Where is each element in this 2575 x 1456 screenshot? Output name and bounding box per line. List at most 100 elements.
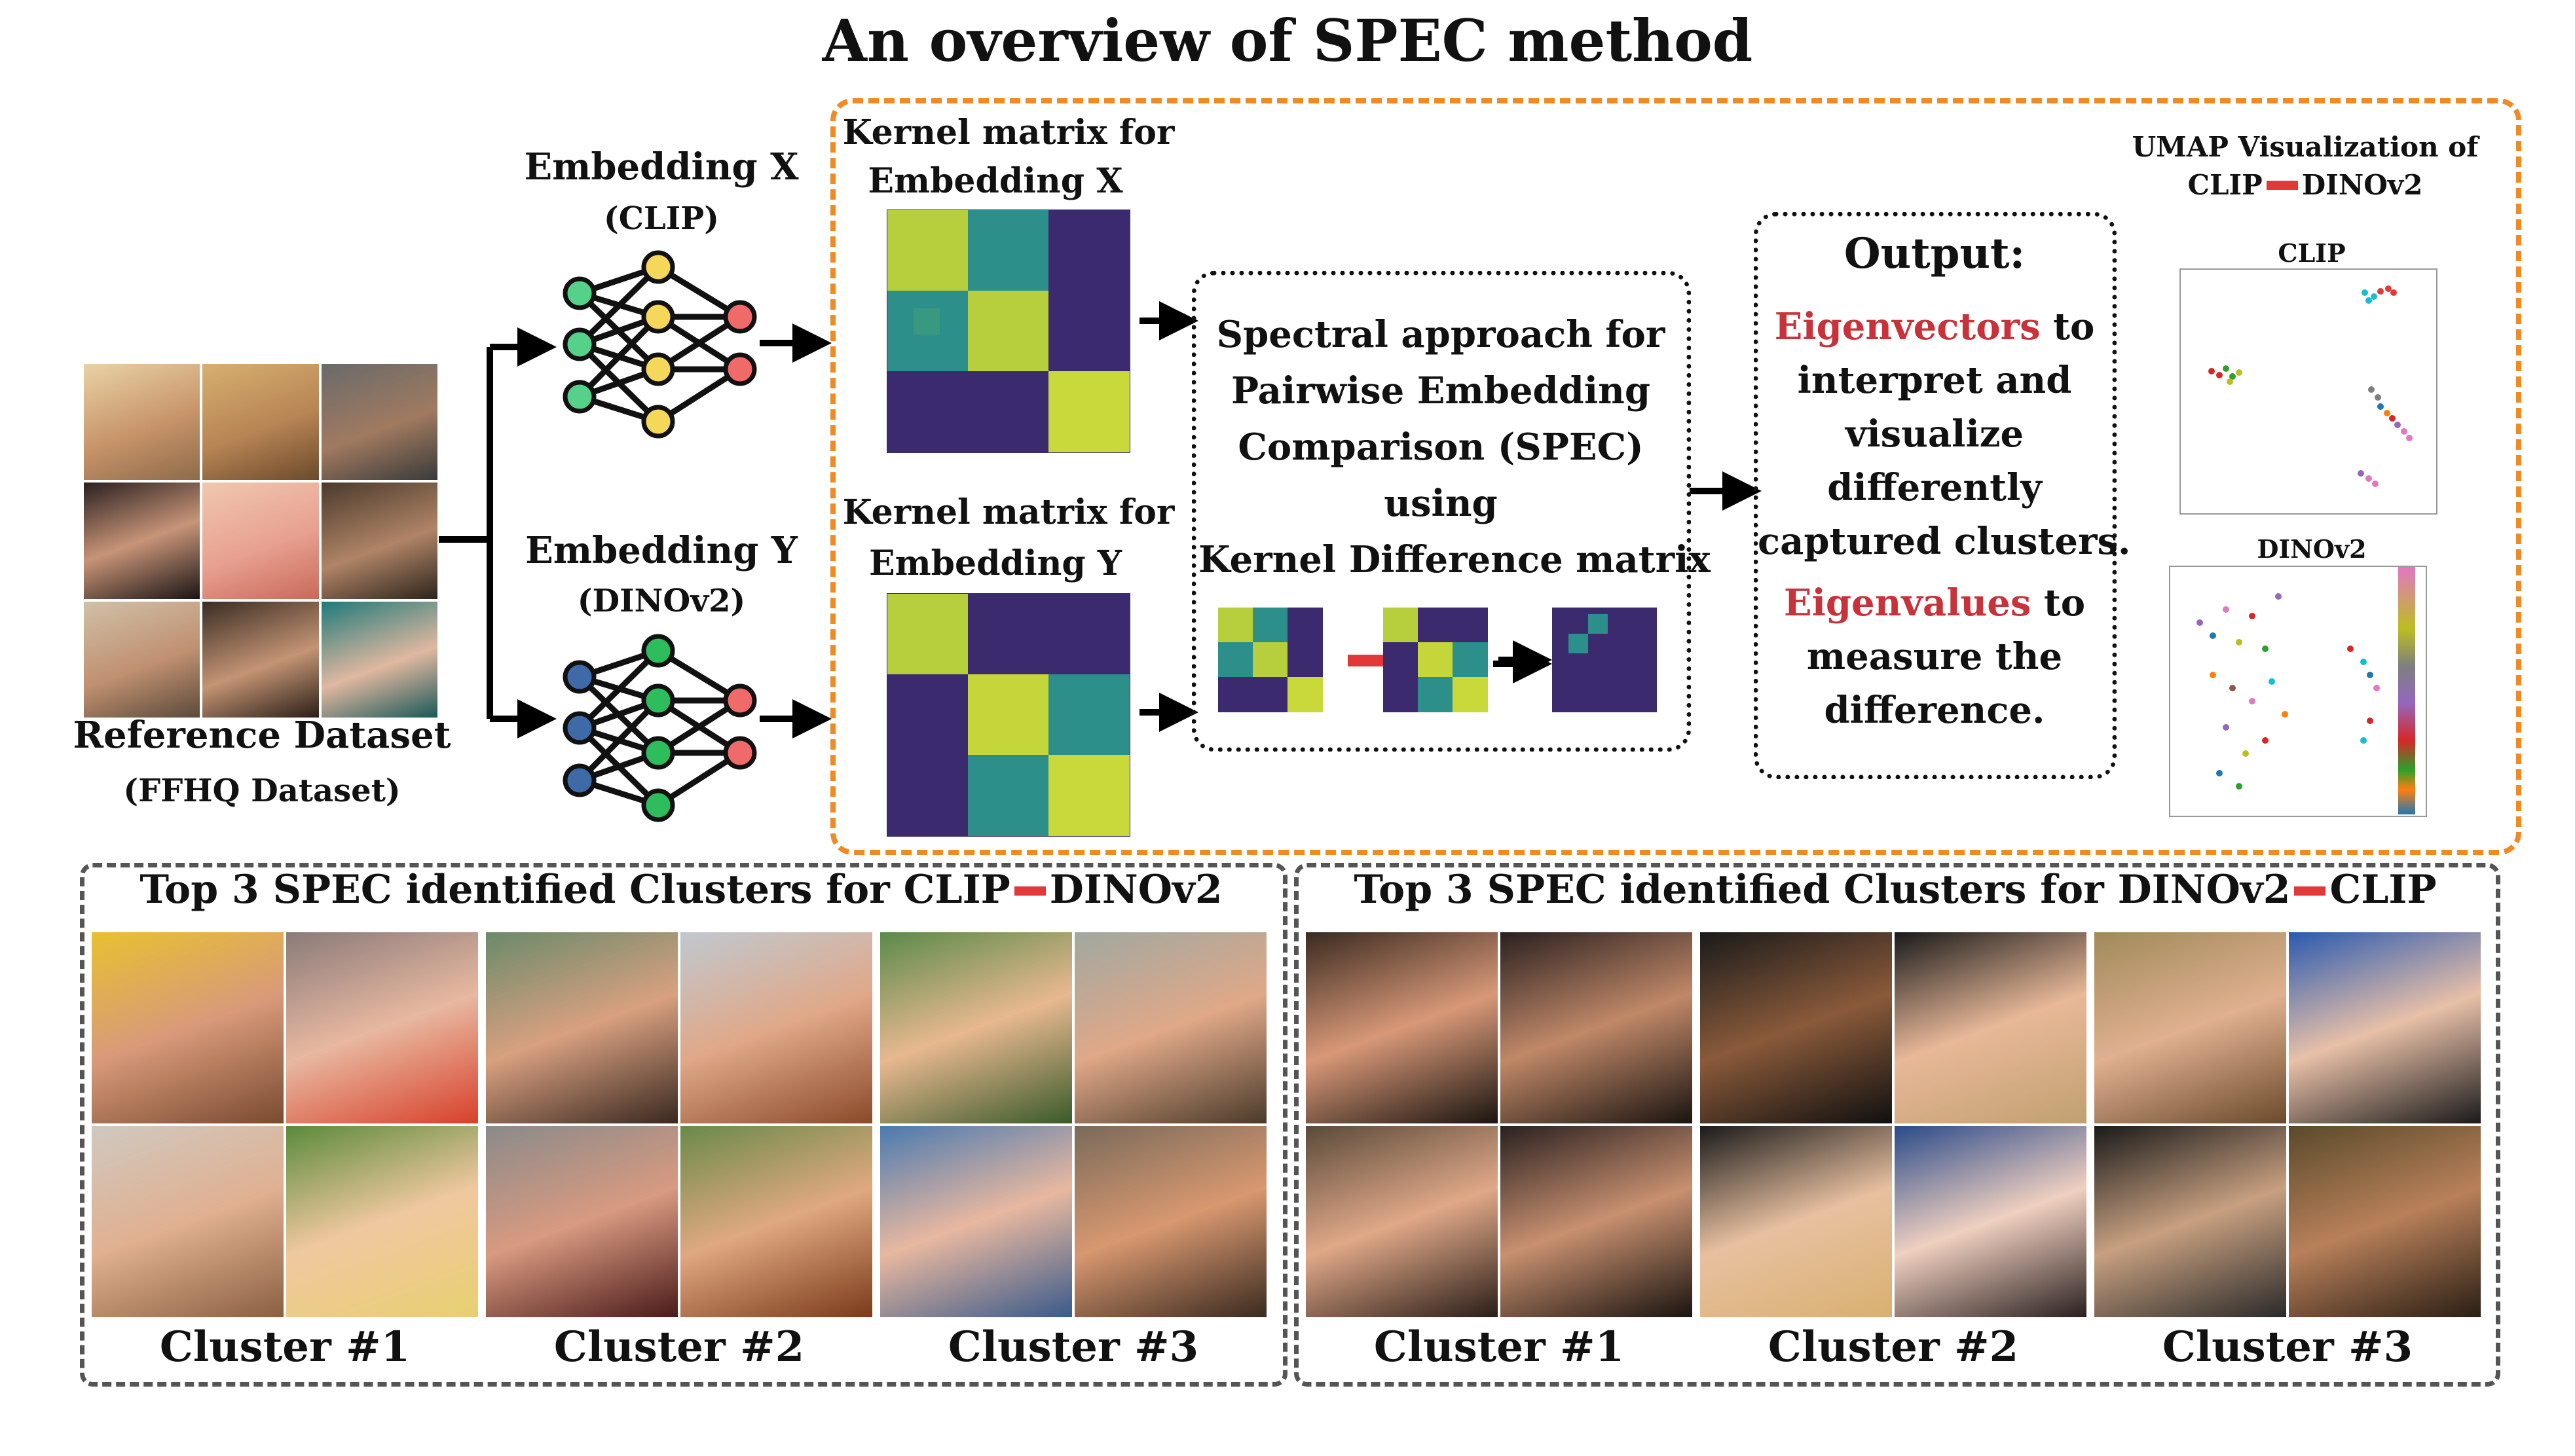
output-eigvec-line-1: interpret and xyxy=(1797,359,2072,402)
face-thumbnail xyxy=(486,1126,678,1317)
spectral-line-4: using xyxy=(1384,482,1498,525)
face-thumbnail xyxy=(1700,932,1892,1123)
umap-colorbar xyxy=(2398,567,2415,814)
face-thumbnail xyxy=(880,932,1072,1123)
cluster-2-faces-right xyxy=(1700,932,2086,1317)
face-thumbnail xyxy=(1700,1126,1892,1317)
clip-minus-dinov2-panel xyxy=(80,863,1288,1387)
cluster-label-right-1: Cluster #1 xyxy=(1373,1322,1625,1372)
cluster-label-left-1: Cluster #1 xyxy=(159,1322,411,1372)
face-thumbnail xyxy=(1306,1126,1498,1317)
umap-clip-plot xyxy=(2179,268,2437,515)
kernel-x-label-line1: Kernel matrix for xyxy=(842,113,1175,153)
dinov2-minus-clip-title: Top 3 SPEC identified Clusters for DINOv… xyxy=(1299,867,2491,913)
face-thumbnail xyxy=(1075,932,1267,1123)
reference-face-grid xyxy=(84,364,437,718)
face-thumbnail xyxy=(1895,932,2086,1123)
face-thumbnail xyxy=(84,364,200,481)
face-thumbnail xyxy=(2094,932,2286,1123)
spectral-line-5: Kernel Difference matrix xyxy=(1198,538,1711,581)
face-thumbnail xyxy=(2289,932,2481,1123)
face-thumbnail xyxy=(321,601,437,718)
cluster-label-left-3: Cluster #3 xyxy=(948,1322,1199,1372)
umap-title-line1: UMAP Visualization of xyxy=(2132,131,2479,163)
cluster-3-faces-left xyxy=(880,932,1267,1317)
output-eigenvectors-line: Eigenvectors to xyxy=(1758,305,2111,348)
eigenvectors-term: Eigenvectors xyxy=(1774,305,2041,348)
kernel-y-label-line2: Embedding Y xyxy=(869,543,1122,583)
kernel-y-label-line1: Kernel matrix for xyxy=(842,492,1175,532)
output-box xyxy=(1754,212,2117,779)
output-eigvec-line-4: captured clusters. xyxy=(1758,520,2131,563)
face-thumbnail xyxy=(202,482,319,599)
face-thumbnail xyxy=(1075,1126,1267,1317)
cluster-label-right-2: Cluster #2 xyxy=(1768,1322,2019,1372)
face-thumbnail xyxy=(680,1126,872,1317)
face-thumbnail xyxy=(680,932,872,1123)
embedding-x-model: (CLIP) xyxy=(604,200,719,237)
face-thumbnail xyxy=(84,482,200,599)
face-thumbnail xyxy=(84,601,200,718)
face-thumbnail xyxy=(1895,1126,2086,1317)
minus-icon xyxy=(2294,886,2326,896)
panel-title-text: CLIP xyxy=(2329,867,2437,913)
kernel-difference-equation xyxy=(1218,608,1657,712)
cluster-3-faces-right xyxy=(2094,932,2481,1317)
embedding-y-network-icon xyxy=(563,634,757,822)
reference-dataset-sublabel: (FFHQ Dataset) xyxy=(123,773,401,809)
face-thumbnail xyxy=(92,1126,284,1317)
umap-title-clip: CLIP xyxy=(2187,169,2263,201)
panel-title-text: DINOv2 xyxy=(1049,867,1223,913)
embedding-y-label: Embedding Y xyxy=(525,529,798,572)
kernel-x-label-line2: Embedding X xyxy=(868,161,1123,201)
output-eigvec-line-3: differently xyxy=(1827,466,2042,509)
eigenvalues-term: Eigenvalues xyxy=(1783,581,2031,625)
kernel-matrix-x xyxy=(887,209,1130,453)
spectral-approach-box xyxy=(1192,271,1691,752)
cluster-1-faces-left xyxy=(92,932,478,1317)
face-thumbnail xyxy=(321,364,437,481)
spectral-line-2: Pairwise Embedding xyxy=(1231,369,1650,412)
panel-title-text: Top 3 SPEC identified Clusters for DINOv… xyxy=(1354,867,2291,913)
face-thumbnail xyxy=(2094,1126,2286,1317)
spec-pipeline-frame xyxy=(830,98,2521,855)
cluster-label-left-2: Cluster #2 xyxy=(553,1322,805,1372)
cluster-label-right-3: Cluster #3 xyxy=(2162,1322,2413,1372)
panel-title-text: Top 3 SPEC identified Clusters for CLIP xyxy=(139,867,1010,913)
umap-clip-plot-title: CLIP xyxy=(2278,238,2346,268)
embedding-x-label: Embedding X xyxy=(524,145,799,189)
output-heading: Output: xyxy=(1843,229,2026,278)
face-thumbnail xyxy=(1306,932,1498,1123)
minus-icon xyxy=(1014,886,1046,896)
page-title: An overview of SPEC method xyxy=(822,7,1753,75)
face-thumbnail xyxy=(321,482,437,599)
eigenvectors-to: to xyxy=(2040,305,2095,348)
face-thumbnail xyxy=(880,1126,1072,1317)
kernel-matrix-y xyxy=(887,593,1130,837)
spectral-line-3: Comparison (SPEC) xyxy=(1238,426,1644,469)
dinov2-minus-clip-panel xyxy=(1294,863,2500,1387)
embedding-y-model: (DINOv2) xyxy=(577,583,746,619)
umap-dinov2-plot xyxy=(2169,566,2427,817)
face-thumbnail xyxy=(486,932,678,1123)
reference-dataset-label: Reference Dataset xyxy=(73,714,451,757)
umap-title-line2: CLIP DINOv2 xyxy=(2122,169,2489,201)
output-eigval-line-1: measure the xyxy=(1806,635,2063,678)
umap-dinov2-plot-title: DINOv2 xyxy=(2257,534,2367,564)
face-thumbnail xyxy=(92,932,284,1123)
spectral-line-1: Spectral approach for xyxy=(1216,313,1665,356)
face-thumbnail xyxy=(1500,1126,1692,1317)
eigenvalues-to: to xyxy=(2031,581,2086,625)
face-thumbnail xyxy=(1500,932,1692,1123)
cluster-1-faces-right xyxy=(1306,932,1692,1317)
face-thumbnail xyxy=(2289,1126,2481,1317)
clip-minus-dinov2-title: Top 3 SPEC identified Clusters for CLIP D… xyxy=(85,867,1277,913)
face-thumbnail xyxy=(286,1126,478,1317)
output-eigval-line-2: difference. xyxy=(1824,689,2045,732)
cluster-2-faces-left xyxy=(486,932,872,1317)
face-thumbnail xyxy=(202,364,319,481)
embedding-x-network-icon xyxy=(563,250,757,439)
output-eigvec-line-2: visualize xyxy=(1845,412,2024,456)
face-thumbnail xyxy=(202,601,319,718)
umap-title-dinov2: DINOv2 xyxy=(2301,169,2423,201)
